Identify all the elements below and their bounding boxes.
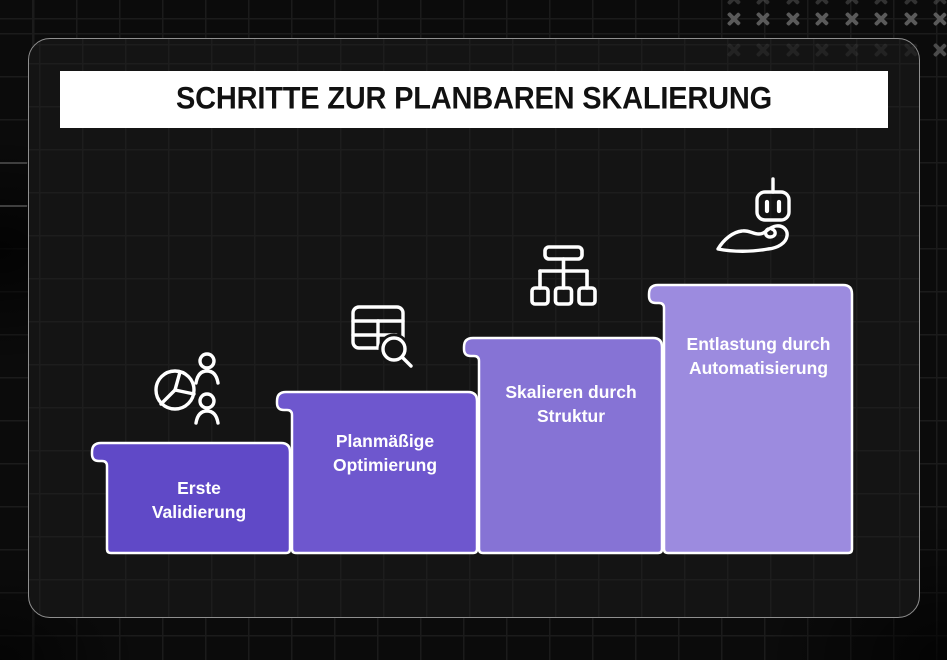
step-shape-2 bbox=[275, 390, 479, 555]
step-label-2: Planmäßige Optimierung bbox=[332, 431, 438, 475]
table-search-icon bbox=[351, 305, 413, 368]
step-shape-1 bbox=[90, 441, 292, 555]
org-chart-icon bbox=[530, 245, 597, 306]
step-label-4: Entlastung durch Automatisierung bbox=[686, 334, 831, 378]
grid-line-segment bbox=[0, 205, 27, 207]
step-shape-3 bbox=[462, 336, 664, 555]
hand-robot-icon bbox=[716, 177, 791, 253]
page-title: SCHRITTE ZUR PLANBAREN SKALIERUNG bbox=[176, 81, 772, 117]
step-label-1: Erste Validierung bbox=[151, 478, 247, 522]
step-label-3: Skalieren durch Struktur bbox=[505, 382, 637, 426]
pie-chart-people-icon bbox=[154, 352, 220, 425]
step-shape-4 bbox=[647, 283, 854, 555]
grid-line-segment bbox=[0, 162, 27, 164]
title-banner: SCHRITTE ZUR PLANBAREN SKALIERUNG bbox=[60, 71, 888, 128]
